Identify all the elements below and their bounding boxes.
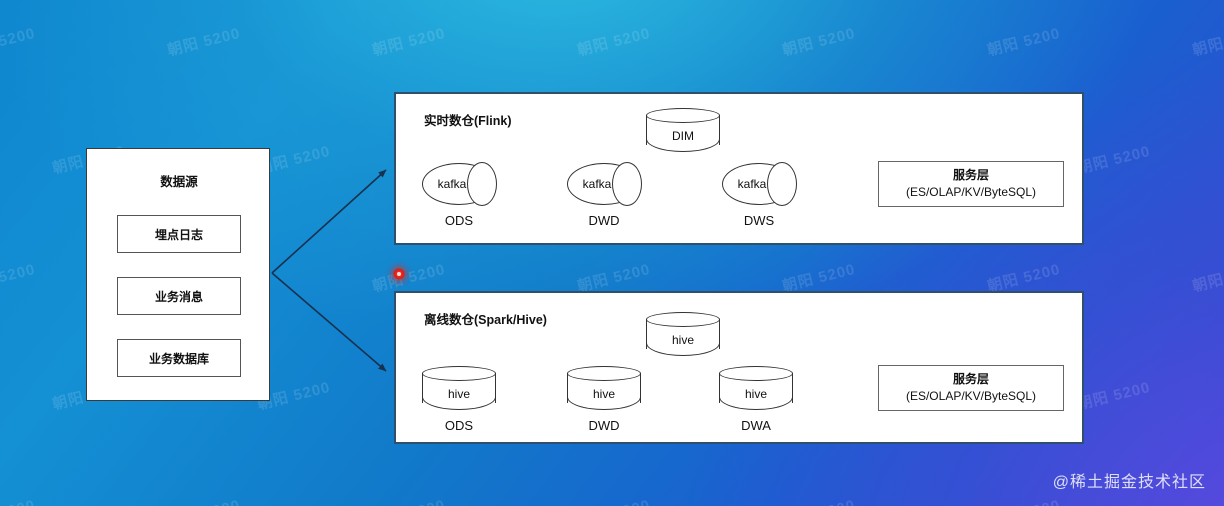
service-layer-title: 服务层 xyxy=(952,371,989,386)
red-dot-cursor-marker xyxy=(393,268,405,280)
layer-label-dwa: DWA xyxy=(741,418,771,433)
community-watermark: @稀土掘金技术社区 xyxy=(1052,474,1206,491)
offline-node-dwd[interactable]: hive DWD xyxy=(567,366,641,433)
layer-label-ods: ODS xyxy=(444,418,474,433)
realtime-node-dwd[interactable]: kafka DWD xyxy=(567,162,642,228)
watermark-text: 朝阳 5200 xyxy=(1190,25,1224,60)
layer-label-ods: ODS xyxy=(444,213,474,228)
offline-dim-node[interactable]: hive xyxy=(646,312,720,356)
realtime-panel-title: 实时数仓(Flink) xyxy=(424,114,512,128)
realtime-node-ods[interactable]: kafka ODS xyxy=(422,162,497,228)
service-layer-title: 服务层 xyxy=(952,167,989,182)
offline-node-dwa[interactable]: hive DWA xyxy=(719,366,793,433)
offline-service-layer-box[interactable]: 服务层 (ES/OLAP/KV/ByteSQL) xyxy=(878,365,1064,411)
layer-label-dws: DWS xyxy=(743,213,775,228)
offline-node-ods[interactable]: hive ODS xyxy=(422,366,496,433)
source-to-offline-arrow xyxy=(271,272,387,372)
watermark-text: 朝阳 5200 xyxy=(575,24,653,60)
dim-label: DIM xyxy=(672,129,694,143)
watermark-text: 朝阳 5200 xyxy=(985,494,1062,506)
service-layer-subtitle: (ES/OLAP/KV/ByteSQL) xyxy=(905,389,1037,403)
offline-panel-title: 离线数仓(Spark/Hive) xyxy=(424,313,547,327)
watermark-text: 朝阳 5200 xyxy=(780,494,857,506)
watermark-text: 朝阳 5200 xyxy=(985,24,1063,60)
node-name: kafka xyxy=(582,177,612,191)
source-item-business-database[interactable]: 业务数据库 xyxy=(117,339,241,377)
realtime-service-layer-box[interactable]: 服务层 (ES/OLAP/KV/ByteSQL) xyxy=(878,161,1064,207)
data-source-box[interactable]: 数据源 埋点日志 业务消息 业务数据库 xyxy=(86,148,270,401)
kafka-cylinder-icon: kafka xyxy=(567,162,642,206)
data-source-title: 数据源 xyxy=(160,175,198,189)
hive-cylinder-icon: hive xyxy=(422,366,496,410)
hive-cylinder-icon: hive xyxy=(719,366,793,410)
node-name: hive xyxy=(592,387,615,401)
watermark-text: 朝阳 5200 xyxy=(0,24,38,60)
hive-cylinder-icon: hive xyxy=(567,366,641,410)
watermark-text: 朝阳 5200 xyxy=(370,24,448,60)
source-item-business-message[interactable]: 业务消息 xyxy=(117,277,241,315)
node-name: hive xyxy=(744,387,767,401)
watermark-text: 朝阳 5200 xyxy=(1190,261,1224,296)
watermark-text: 朝阳 5200 xyxy=(1190,494,1224,506)
layer-label-dwd: DWD xyxy=(588,418,620,433)
dim-cylinder-icon: DIM xyxy=(646,108,720,152)
watermark-text: 朝阳 5200 xyxy=(165,24,243,60)
node-name: kafka xyxy=(737,177,767,191)
watermark-text: 朝阳 5200 xyxy=(780,24,858,60)
watermark-text: 朝阳 5200 xyxy=(1075,378,1153,414)
kafka-cylinder-icon: kafka xyxy=(722,162,797,206)
service-layer-subtitle: (ES/OLAP/KV/ByteSQL) xyxy=(905,185,1037,199)
dim-label: hive xyxy=(671,333,694,347)
watermark-text: 朝阳 5200 xyxy=(0,494,37,506)
watermark-text: 朝阳 5200 xyxy=(370,494,447,506)
node-name: kafka xyxy=(437,177,467,191)
watermark-text: 朝阳 5200 xyxy=(1075,142,1153,178)
watermark-text: 朝阳 5200 xyxy=(575,494,652,506)
realtime-node-dws[interactable]: kafka DWS xyxy=(722,162,797,228)
watermark-text: 朝阳 5200 xyxy=(165,494,242,506)
watermark-text: 朝阳 5200 xyxy=(0,260,38,296)
node-name: hive xyxy=(447,387,470,401)
realtime-dim-node[interactable]: DIM xyxy=(646,108,720,152)
hive-cylinder-icon: hive xyxy=(646,312,720,356)
source-item-tracking-log[interactable]: 埋点日志 xyxy=(117,215,241,253)
source-to-realtime-arrow xyxy=(271,169,387,274)
layer-label-dwd: DWD xyxy=(588,213,620,228)
kafka-cylinder-icon: kafka xyxy=(422,162,497,206)
